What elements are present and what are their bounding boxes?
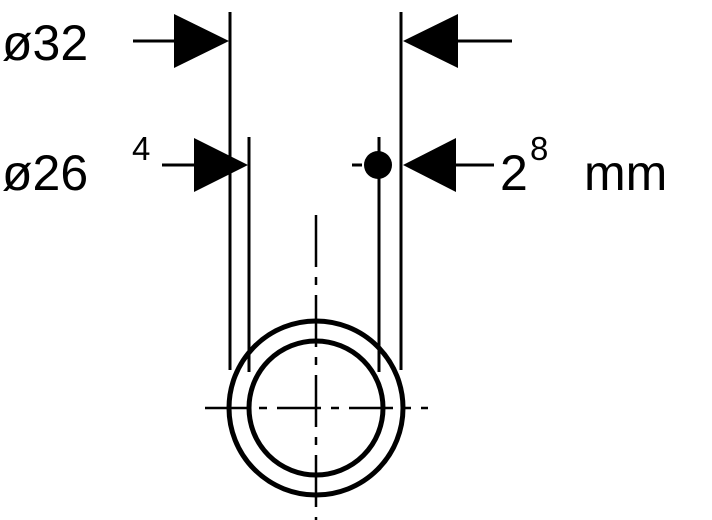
wall-thickness-dot: [364, 151, 392, 179]
wall-thickness-superscript: 8: [530, 130, 548, 167]
outer-diameter-arrow-right: [403, 14, 458, 68]
outer-diameter-label: ø32: [2, 15, 88, 71]
inner-diameter-superscript: 4: [132, 130, 150, 167]
wall-thickness-arrow: [403, 138, 456, 192]
wall-thickness-unit: mm: [584, 145, 667, 201]
outer-diameter-arrow-left: [174, 14, 229, 68]
inner-diameter-arrow-left: [194, 138, 248, 192]
inner-diameter-label: ø26: [2, 145, 88, 201]
wall-thickness-label: 2: [500, 145, 528, 201]
